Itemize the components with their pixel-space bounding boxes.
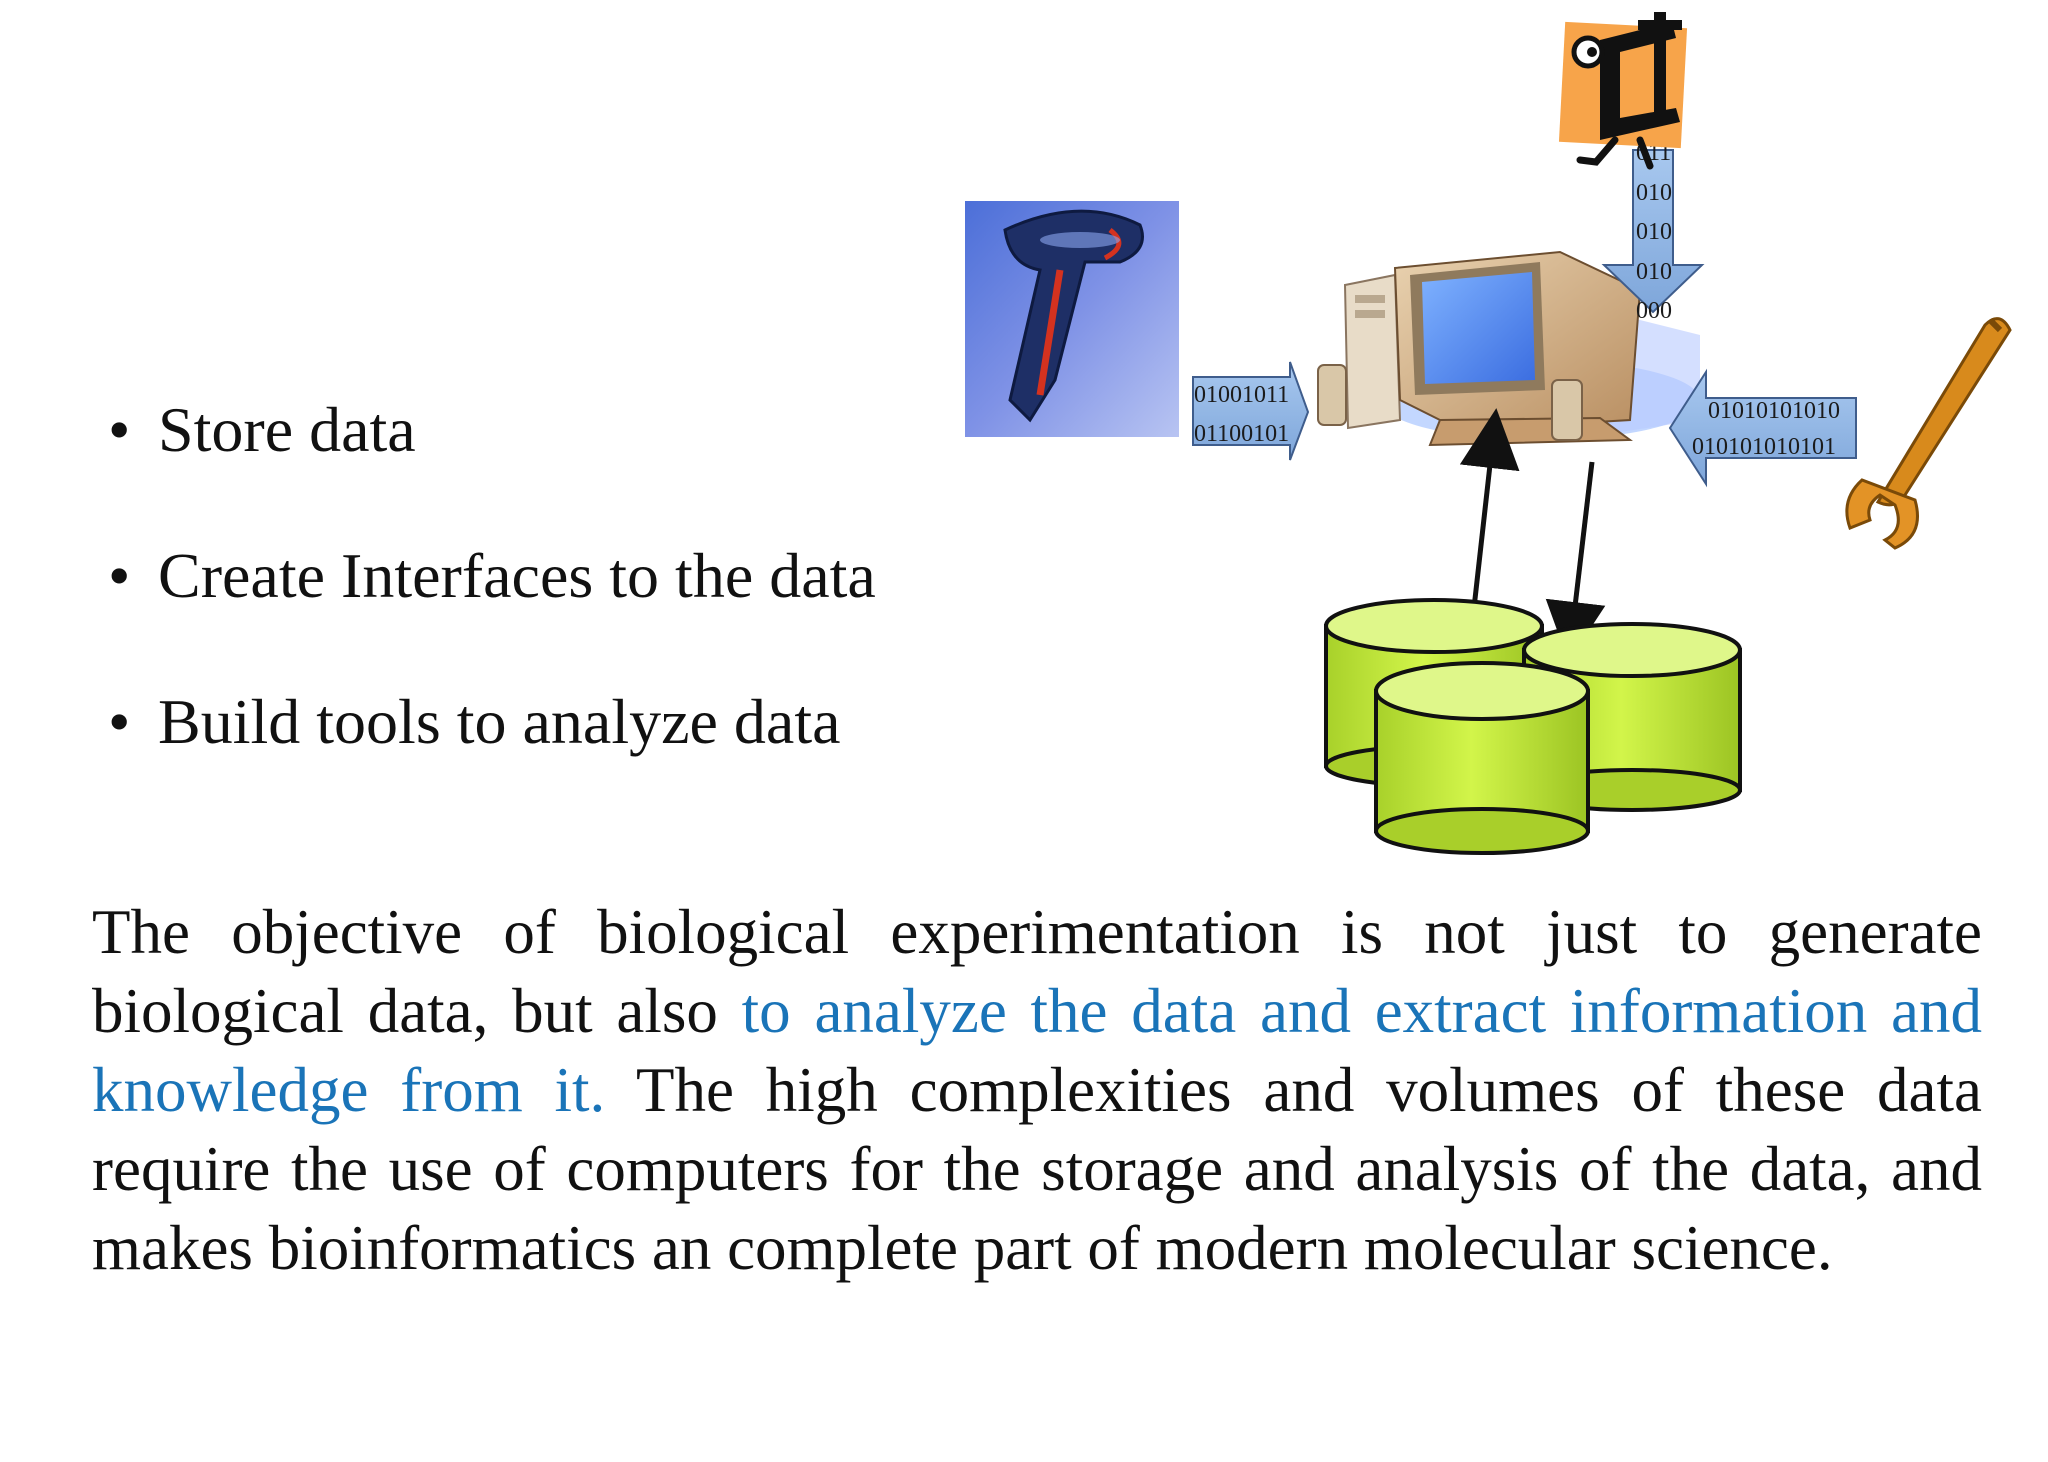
wrench-icon: [1845, 317, 2012, 550]
bullet-build-tools: Build tools to analyze data: [108, 690, 876, 836]
down-arrow: [1545, 461, 1606, 662]
top-arrow-bits-4: 010: [1636, 259, 1672, 285]
left-arrow-bits-2: 01100101: [1194, 421, 1289, 447]
hammer-icon: [965, 201, 1179, 437]
bullet-list: Store data Create Interfaces to the data…: [108, 398, 876, 836]
bullet-create-interfaces: Create Interfaces to the data: [108, 544, 876, 690]
right-data-arrow: 01010101010 010101010101: [1668, 368, 1857, 488]
paragraph-part-2: The high complexities and volumes of the…: [92, 1055, 1982, 1283]
clamp-character-icon: [1558, 12, 1688, 170]
up-arrow: [1459, 408, 1520, 609]
objective-paragraph: The objective of biological experimentat…: [92, 893, 1982, 1288]
paragraph-highlight: to analyze the data and extract informat…: [92, 976, 1983, 1125]
top-arrow-bits-3: 010: [1636, 219, 1672, 245]
right-arrow-bits-1: 01010101010: [1708, 398, 1840, 424]
top-data-arrow: 011 010 010 010 000: [1601, 140, 1705, 324]
database-cylinder-front: [1374, 661, 1590, 855]
left-data-arrow: 01001011 01100101: [1192, 361, 1310, 461]
database-icon: [1324, 598, 1742, 855]
right-arrow-bits-2: 010101010101: [1692, 434, 1836, 460]
top-arrow-bits-5: 000: [1636, 298, 1672, 324]
paragraph-part-1: The objective of biological experimentat…: [92, 897, 1982, 1046]
bullet-store-data: Store data: [108, 398, 876, 544]
left-arrow-bits-1: 01001011: [1194, 382, 1289, 408]
top-arrow-bits-2: 010: [1636, 180, 1672, 206]
